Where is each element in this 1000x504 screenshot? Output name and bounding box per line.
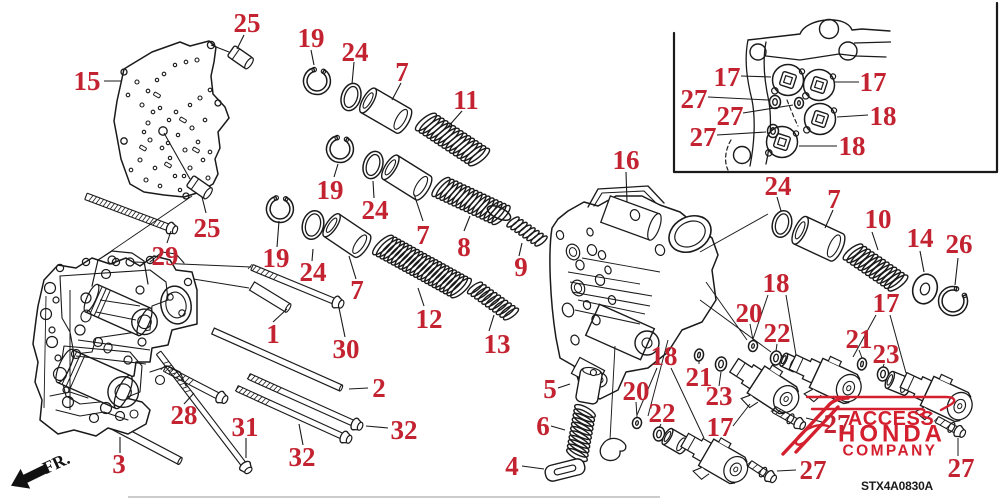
svg-text:30: 30 xyxy=(333,334,360,364)
svg-text:17: 17 xyxy=(707,412,734,442)
svg-text:25: 25 xyxy=(234,8,261,38)
svg-text:24: 24 xyxy=(765,171,792,201)
svg-text:18: 18 xyxy=(651,341,678,371)
svg-text:COMPANY: COMPANY xyxy=(843,443,938,460)
svg-text:14: 14 xyxy=(907,223,934,253)
svg-text:7: 7 xyxy=(416,220,430,250)
svg-text:24: 24 xyxy=(362,195,389,225)
svg-text:9: 9 xyxy=(514,252,528,282)
svg-text:26: 26 xyxy=(946,229,973,259)
svg-text:7: 7 xyxy=(827,184,841,214)
svg-text:27: 27 xyxy=(948,453,975,483)
svg-text:7: 7 xyxy=(395,57,409,87)
svg-text:STX4A0830A: STX4A0830A xyxy=(861,479,934,493)
svg-text:19: 19 xyxy=(298,23,325,53)
svg-text:13: 13 xyxy=(484,329,511,359)
svg-text:17: 17 xyxy=(714,62,741,92)
svg-text:18: 18 xyxy=(870,101,897,131)
svg-text:19: 19 xyxy=(317,175,344,205)
svg-text:20: 20 xyxy=(623,376,650,406)
svg-text:29: 29 xyxy=(152,241,179,271)
svg-text:15: 15 xyxy=(74,66,101,96)
svg-text:23: 23 xyxy=(873,339,900,369)
svg-text:22: 22 xyxy=(649,398,676,428)
svg-text:7: 7 xyxy=(350,275,364,305)
svg-text:11: 11 xyxy=(453,85,479,115)
svg-text:23: 23 xyxy=(706,381,733,411)
svg-text:6: 6 xyxy=(536,411,550,441)
svg-text:32: 32 xyxy=(391,415,418,445)
svg-text:10: 10 xyxy=(865,204,892,234)
svg-text:16: 16 xyxy=(613,145,640,175)
svg-text:27: 27 xyxy=(690,122,717,152)
svg-text:17: 17 xyxy=(860,67,887,97)
svg-text:21: 21 xyxy=(846,324,873,354)
svg-text:24: 24 xyxy=(300,257,327,287)
svg-text:27: 27 xyxy=(717,101,744,131)
svg-text:20: 20 xyxy=(736,298,763,328)
svg-text:28: 28 xyxy=(171,400,198,430)
svg-text:5: 5 xyxy=(543,374,557,404)
svg-text:32: 32 xyxy=(289,442,316,472)
svg-text:HONDA: HONDA xyxy=(838,421,946,448)
svg-text:18: 18 xyxy=(839,131,866,161)
svg-text:27: 27 xyxy=(681,84,708,114)
svg-text:27: 27 xyxy=(824,409,851,439)
svg-text:27: 27 xyxy=(800,455,827,485)
svg-text:2: 2 xyxy=(372,373,386,403)
svg-text:8: 8 xyxy=(457,232,471,262)
svg-text:1: 1 xyxy=(266,319,280,349)
svg-text:ACCESS: ACCESS xyxy=(848,408,934,430)
svg-text:17: 17 xyxy=(873,288,900,318)
svg-text:24: 24 xyxy=(342,37,369,67)
svg-text:4: 4 xyxy=(505,451,519,481)
svg-text:22: 22 xyxy=(764,318,791,348)
svg-text:12: 12 xyxy=(416,304,443,334)
svg-text:18: 18 xyxy=(763,268,790,298)
svg-text:19: 19 xyxy=(263,243,290,273)
svg-text:25: 25 xyxy=(194,213,221,243)
svg-text:3: 3 xyxy=(112,449,126,479)
svg-text:31: 31 xyxy=(232,412,259,442)
svg-text:21: 21 xyxy=(686,362,713,392)
